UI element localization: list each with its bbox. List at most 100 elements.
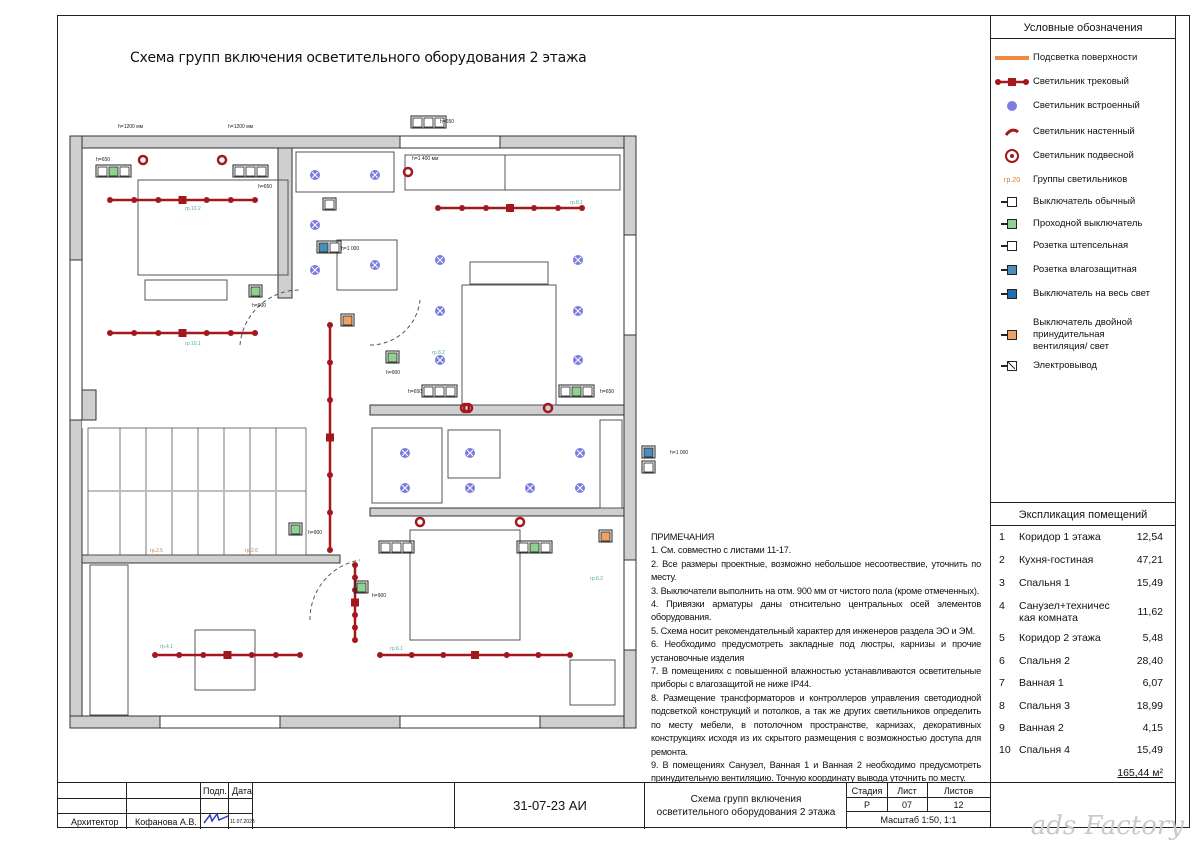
note: 8. Размещение трансформаторов и контролл…: [651, 692, 981, 757]
outlet-icon: [991, 359, 1033, 373]
legend-item: Светильник подвесной: [991, 149, 1175, 163]
door-arc: [309, 559, 361, 621]
switch-block: [558, 384, 595, 398]
wall-light-icon: [402, 166, 414, 178]
door-arc: [369, 299, 421, 346]
legend-item: Электровывод: [991, 359, 1175, 373]
furniture: [89, 151, 623, 716]
note: 2. Все размеры проектные, возможно небол…: [651, 558, 981, 583]
role: Архитектор: [71, 817, 119, 827]
room-number: 7: [999, 677, 1005, 689]
switch-block: [641, 445, 656, 459]
wall-light-icon: [542, 402, 554, 414]
wall-bottom: [69, 715, 637, 729]
recessed-light-icon: [573, 306, 583, 316]
recessed-light-icon: [465, 448, 475, 458]
legend-item: Выключатель на весь свет: [991, 287, 1175, 301]
track-spot: [131, 197, 138, 203]
height-label: h=650: [408, 389, 422, 395]
room-number: 1: [999, 531, 1005, 543]
track-power-node: [223, 651, 232, 659]
sink: [447, 429, 501, 479]
legend-label: Светильник трековый: [1033, 76, 1129, 87]
recessed-light-icon: [400, 448, 410, 458]
group-icon: гр.20: [991, 173, 1033, 187]
wardrobe: [504, 154, 621, 191]
plan-labels: гр.10.2 гр.10.1 гр.8.1 гр.8.2 гр.6.1 гр.…: [150, 200, 603, 652]
room-number: 5: [999, 632, 1005, 644]
notes: ПРИМЕЧАНИЯ 1. См. совместно с листами 11…: [651, 531, 981, 786]
switch-block: [95, 164, 132, 178]
legend-label: Проходной выключатель: [1033, 218, 1143, 229]
spot-icon: [991, 99, 1033, 113]
group-label: гр.6.2: [590, 576, 603, 582]
armchair: [569, 659, 616, 706]
recessed-light-icon: [370, 260, 380, 270]
room-name: Спальня 1: [1019, 577, 1070, 589]
room-number: 6: [999, 655, 1005, 667]
switch-block: [322, 197, 337, 211]
legend-label: Электровывод: [1033, 360, 1097, 371]
recessed-lights: [310, 170, 585, 493]
track-spot: [327, 547, 333, 553]
room-name: Спальня 3: [1019, 700, 1070, 712]
switch-block: [232, 164, 269, 178]
recessed-light-icon: [310, 220, 320, 230]
wall-light-icon: [216, 154, 228, 166]
note: 9. В помещениях Санузел, Ванная 1 и Ванн…: [651, 759, 981, 784]
legend-item: Подсветка поверхности: [991, 51, 1175, 65]
height-label: h=1 000: [670, 450, 688, 456]
window: [623, 559, 637, 651]
room-area: 5,48: [1142, 632, 1163, 644]
recessed-light-icon: [370, 170, 380, 180]
window: [623, 234, 637, 336]
legend-header: Условные обозначения: [991, 15, 1175, 39]
wall-light-icon: [137, 154, 149, 166]
track-spot: [377, 652, 383, 658]
switch-block: [354, 580, 369, 594]
page-title: Схема групп включения осветительного обо…: [130, 50, 587, 66]
legend-item: Выключатель двойной принудительная венти…: [991, 317, 1175, 353]
stage-label: Стадия: [851, 786, 883, 796]
legend-label: Группы светильников: [1033, 174, 1128, 185]
explication-header: Экспликация помещений: [991, 502, 1175, 526]
track-spot: [555, 205, 561, 211]
switch-block: [385, 350, 400, 364]
surface-icon: [991, 51, 1033, 65]
date-label: Дата: [232, 786, 252, 796]
legend-label: Светильник подвесной: [1033, 150, 1134, 161]
track-spot: [248, 652, 255, 658]
recessed-light-icon: [465, 483, 475, 493]
bathtub-corner: [371, 427, 443, 504]
group-label: гр.8.1: [570, 200, 583, 206]
height-label: h=1 000: [341, 246, 359, 252]
track-power-node: [471, 651, 479, 659]
room-area: 15,49: [1136, 744, 1163, 756]
sheets-label: Листов: [943, 786, 974, 796]
note: 3. Выключатели выполнить на отм. 900 мм …: [651, 585, 980, 596]
track-spot: [203, 197, 210, 203]
wall-bath-bottom: [369, 507, 625, 517]
note: 5. Схема носит рекомендательный характер…: [651, 625, 976, 636]
notes-header: ПРИМЕЧАНИЯ: [651, 532, 715, 542]
track-spot: [327, 509, 333, 516]
legend-item: Светильник трековый: [991, 75, 1175, 89]
right-panel: Условные обозначения Подсветка поверхнос…: [990, 15, 1176, 828]
room-area: 4,15: [1142, 722, 1163, 734]
legend-label: Выключатель двойной принудительная венти…: [1033, 317, 1133, 352]
wall-stub: [81, 389, 97, 421]
recessed-light-icon: [310, 265, 320, 275]
note: 4. Привязки арматуры даны отнсительно це…: [651, 599, 981, 623]
track-spot: [408, 652, 415, 658]
total-area: 165,44 м²: [1117, 767, 1163, 779]
window: [159, 715, 281, 729]
staircase: [87, 427, 307, 556]
gap: [82, 400, 292, 428]
track-spot: [227, 330, 234, 336]
sheet-number: 07: [901, 800, 912, 810]
room-name: Санузел+техничес кая комната: [1019, 600, 1110, 624]
switch-block: [410, 115, 447, 129]
track-power-node: [178, 196, 187, 204]
track-spot: [327, 322, 333, 328]
